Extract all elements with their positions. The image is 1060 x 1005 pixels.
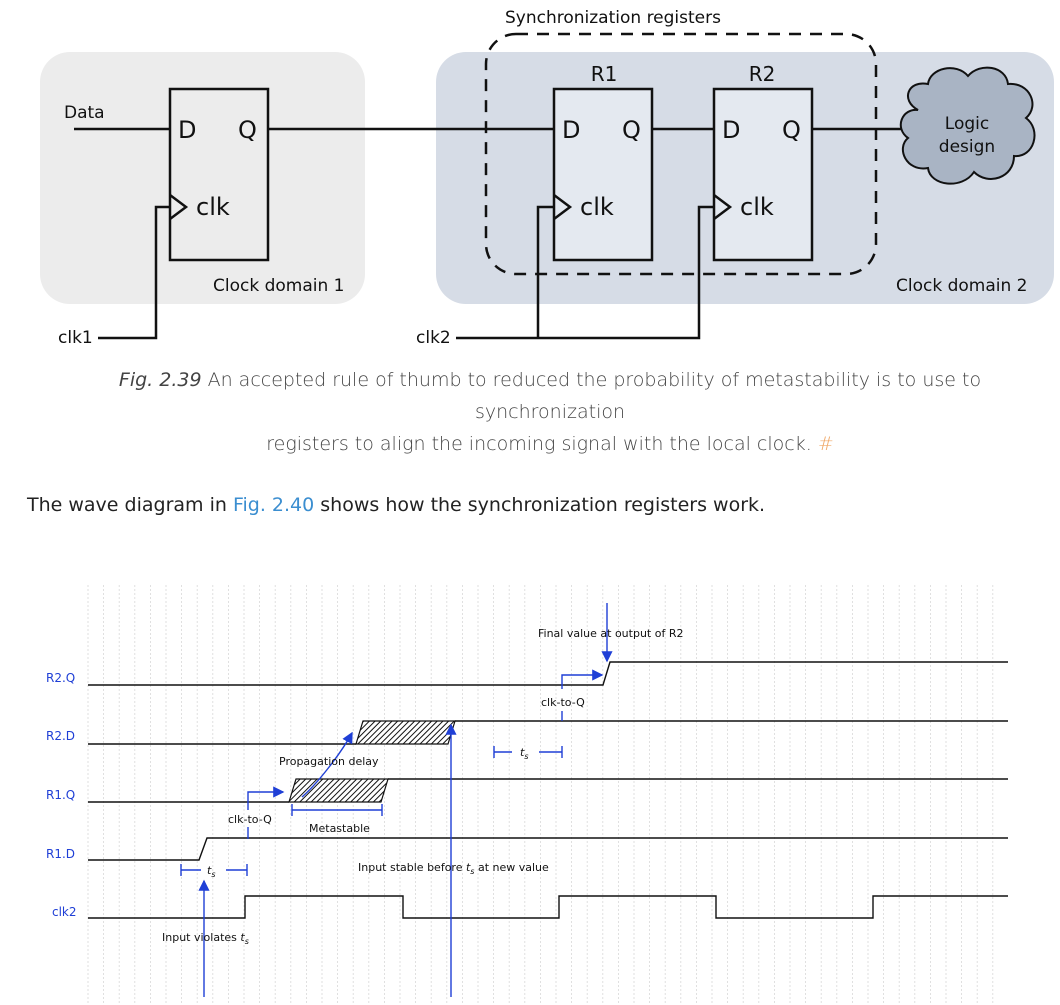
clock-domain-1-label: Clock domain 1 — [213, 276, 344, 296]
final-value-note: Final value at output of R2 — [538, 627, 683, 640]
clk2-wire-r1 — [456, 205, 716, 340]
waveform-clk2 — [88, 895, 1008, 919]
metastable-region-r1q — [288, 778, 389, 803]
metastable-bracket — [291, 804, 383, 816]
signal-label-clk2: clk2 — [52, 905, 77, 919]
paragraph-text-start: The wave diagram in — [27, 494, 233, 516]
figure-reference-link[interactable]: Fig. 2.40 — [232, 494, 315, 516]
metastable-region-r2d — [355, 720, 456, 745]
input-violates-label: Input violates ts — [162, 931, 249, 946]
caption-line2: registers to align the incoming signal w… — [266, 433, 812, 455]
clk1-label: clk1 — [58, 328, 93, 348]
pin-d: D — [562, 116, 580, 144]
caption-anchor-link[interactable]: # — [817, 433, 834, 455]
setup-time-r2: ts — [493, 746, 563, 761]
sync-registers-label: Synchronization registers — [505, 8, 721, 28]
pin-d: D — [178, 116, 196, 144]
data-label: Data — [64, 103, 105, 123]
sync-registers-box — [484, 32, 878, 276]
clk-to-q-r1-arrow — [247, 786, 285, 810]
logic-label-line2: design — [939, 137, 995, 157]
figure-number: Fig. 2.39 — [118, 369, 202, 391]
time-grid — [87, 585, 994, 1003]
metastable-label: Metastable — [309, 822, 370, 835]
clk2-label: clk2 — [416, 328, 451, 348]
signal-label-r2d: R2.D — [46, 729, 75, 743]
pin-d: D — [722, 116, 740, 144]
figure-caption: Fig. 2.39 An accepted rule of thumb to r… — [60, 364, 1040, 460]
clk-to-q-r2-arrow — [561, 669, 604, 689]
caption-line1: An accepted rule of thumb to reduced the… — [201, 369, 982, 423]
setup-time-r1: ts — [180, 864, 248, 879]
logic-design-cloud: Logic design — [899, 66, 1036, 185]
pin-q: Q — [622, 116, 641, 144]
r1-label: R1 — [591, 62, 618, 86]
body-paragraph: The wave diagram in Fig. 2.40 shows how … — [27, 494, 1037, 516]
wave-diagram: R2.Q R2.D R1.Q R1.D clk2 Final value at … — [46, 585, 1008, 1003]
flip-flop-r2: D Q clk — [712, 87, 814, 262]
svg-text:ts: ts — [207, 864, 216, 879]
clk-to-q-r1-label: clk-to-Q — [228, 813, 272, 826]
clk2-wire-r2 — [536, 205, 556, 338]
pin-clk: clk — [580, 193, 614, 221]
pin-clk: clk — [740, 193, 774, 221]
waveform-r1d — [88, 837, 1008, 861]
pin-q: Q — [782, 116, 801, 144]
r2-label: R2 — [749, 62, 776, 86]
clk-to-q-r2-label: clk-to-Q — [541, 696, 585, 709]
signal-label-r1q: R1.Q — [46, 788, 75, 802]
pin-clk: clk — [196, 193, 230, 221]
input-stable-label: Input stable before ts at new value — [358, 861, 549, 876]
waveform-r2q — [88, 661, 1008, 686]
pin-q: Q — [238, 116, 257, 144]
clk1-wire — [98, 205, 172, 340]
signal-label-r1d: R1.D — [46, 847, 75, 861]
sync-registers-diagram: Synchronization registers D Q clk D Q cl… — [40, 8, 1054, 348]
propagation-delay-arrow — [301, 731, 353, 798]
paragraph-text-end: shows how the synchronization registers … — [314, 494, 766, 516]
clock-domain-2-label: Clock domain 2 — [896, 276, 1027, 296]
logic-label-line1: Logic — [945, 114, 989, 134]
flip-flop-source: D Q clk — [168, 87, 270, 262]
svg-text:ts: ts — [520, 746, 529, 761]
flip-flop-r1: D Q clk — [552, 87, 654, 262]
signal-label-r2q: R2.Q — [46, 671, 75, 685]
propagation-delay-label: Propagation delay — [279, 755, 379, 768]
